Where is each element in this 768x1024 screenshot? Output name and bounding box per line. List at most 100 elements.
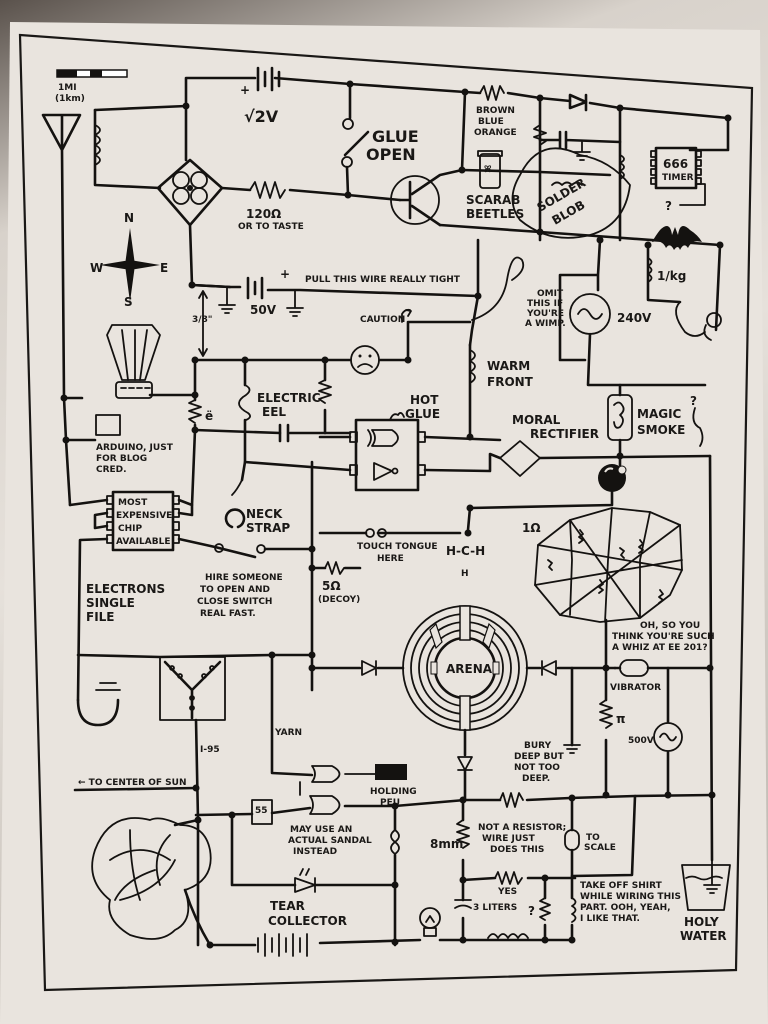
rectifier-label: RECTIFIER [530,427,599,441]
wire [230,813,397,887]
wire [243,435,502,473]
methane-label: H-C-H [446,544,485,558]
i95-label: I-95 [200,745,220,755]
wire [299,773,376,796]
resistor-yes-icon [494,871,523,885]
resistor-pi-label: π [616,712,626,726]
wire [173,818,212,947]
svg-text:+: + [280,267,290,281]
switch-contact-icon [256,544,266,554]
wire-loop [76,698,120,727]
wire [586,332,707,387]
chip-label-1: MOST [118,498,148,508]
compass-rose-icon: N S E W [90,211,168,309]
glue-label: GLUE [372,127,419,146]
inductor-icon [647,257,653,283]
not-resistor-label-1: NOT A RESISTOR; [478,823,566,833]
diode-icon [541,660,557,676]
neck-strap-icon [224,508,246,529]
wire [194,793,714,817]
arduino-board-icon [95,414,121,436]
resistor-brown-label: BROWN [476,106,515,116]
to-scale-label-1: TO [586,833,600,843]
timer-label: TIMER [662,173,694,183]
r5-sub-label: (DECOY) [318,595,360,605]
wire [468,490,614,510]
sandal-label-3: INSTEAD [293,847,337,857]
pull-wire-label: PULL THIS WIRE REALLY TIGHT [305,275,461,285]
holding-label: HOLDING [370,787,417,797]
scale-bar-sublabel: (1km) [55,94,85,104]
ground-icon [286,289,304,317]
wire [558,238,602,362]
to-scale-label-2: SCALE [584,843,616,853]
loose-wire-loop [471,256,525,321]
resistor-orange-label: ORANGE [474,128,517,138]
scarab-beetles-jar-icon: ꕤ SCARAB BEETLES [466,150,524,221]
shirt-label-2: WHILE WIRING THIS [580,892,681,902]
switch-contact-icon [214,543,224,553]
wire [468,238,480,347]
timer-question-label: ? [665,199,672,213]
wire [460,90,467,172]
resistor-icon [499,792,524,808]
wire [570,794,637,878]
holding-peu-icon [375,764,407,780]
dimension-arrow [198,290,208,357]
page-border [18,33,754,992]
sine-glyph [577,308,603,320]
question-mark-label: ? [690,394,697,408]
wire [538,454,712,460]
inductor-icon [487,933,529,939]
yes-label: YES [497,887,517,897]
transistor-icon [390,168,464,227]
battery-50v-icon: + 50V [246,267,290,317]
not-resistor-label-2: WIRE JUST [482,834,536,844]
tongue-contact-icon [377,528,387,538]
glue-label-2: GLUE [405,407,440,421]
strap-label: STRAP [246,521,290,535]
warm-front-inductor-icon [469,349,476,384]
eel-label-2: EEL [262,405,286,419]
potentiometer-icon [533,124,547,146]
water-label: WATER [680,929,727,943]
arena-label: ARENA [446,662,493,676]
wire [76,653,314,659]
resistor-mesh-icon [534,507,683,623]
ac-source-500v-icon [653,722,683,752]
methane-h-label: H [461,569,469,579]
question-mark-2-label: ? [528,904,535,918]
wire [646,243,682,304]
omit-label-1: OMIT [537,289,564,299]
junction-dots [60,80,732,949]
beetles-label: BEETLES [466,207,524,221]
bury-label-1: BURY [524,741,552,751]
wire [177,537,314,559]
wire [73,786,198,792]
inductor-icon [619,154,625,180]
light-bulb-icon [419,907,441,937]
eel-label-1: ELECTRIC [257,391,321,405]
resistor-pi-icon [599,699,613,729]
wire [604,618,712,797]
electrons-label-2: SINGLE [86,596,135,610]
battery-sqrt2v-icon: + √2V [240,66,281,126]
touch-tongue-label: TOUCH TONGUE [357,542,438,552]
hot-glue-logic-chip: HOT GLUE [349,393,440,492]
bomb-icon [598,464,627,492]
arduino-label-1: ARDUINO, JUST [96,443,174,453]
wire [190,283,480,298]
wire [68,498,194,702]
dimension-label: 3/8" [192,315,213,325]
squiggle [692,407,704,447]
motor-to-scale-icon [564,829,580,851]
whiz-label-3: A WHIZ AT EE 201? [612,643,708,653]
timer-number-label: 666 [663,157,688,171]
resistor-icon [539,897,551,921]
holy-water-beaker-icon: HOLY WATER [680,859,731,943]
shirt-label-3: PART. OOH, YEAH, [580,903,671,913]
vibrator-motor-icon [619,659,649,677]
battery-top-label: √2V [244,107,279,126]
solder-blob-outline [511,147,631,239]
